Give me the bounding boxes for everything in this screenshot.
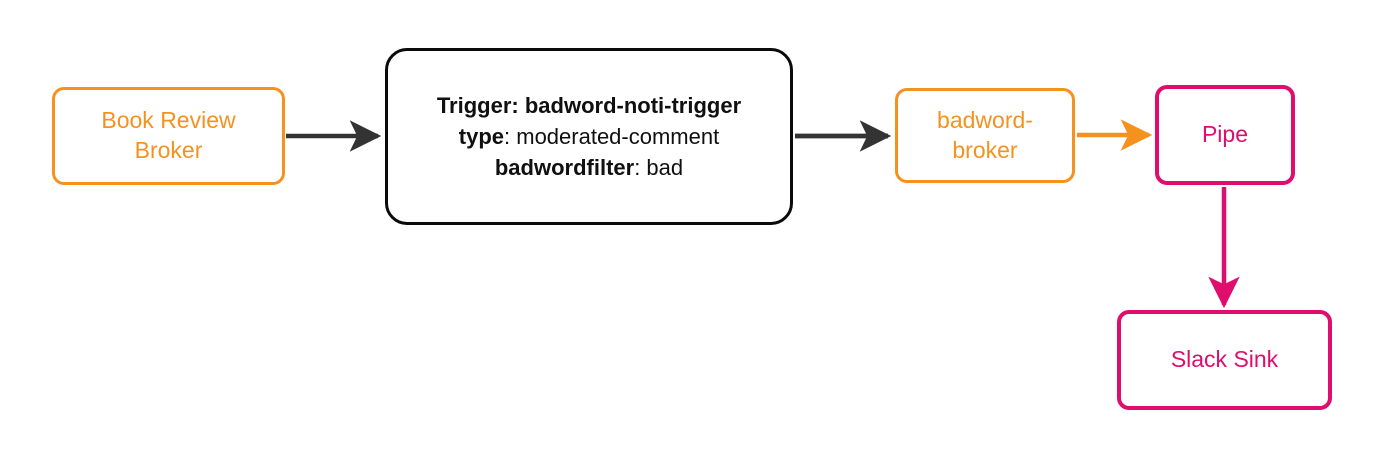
node-pipe[interactable]: Pipe [1155, 85, 1295, 185]
node-label: badword- broker [898, 106, 1072, 166]
node-label: Book Review Broker [55, 106, 282, 166]
trigger-row-type-value: : moderated-comment [504, 123, 720, 149]
node-label-line: Broker [134, 137, 203, 163]
node-label-line: Pipe [1201, 121, 1249, 148]
node-trigger-detail[interactable]: Trigger: badword-noti-trigger type: mode… [385, 48, 793, 225]
node-book-review-broker[interactable]: Book Review Broker [52, 87, 285, 185]
node-label: Pipe [1159, 120, 1291, 150]
trigger-row-badwordfilter: badwordfilter: bad [396, 152, 782, 183]
trigger-row-trigger: Trigger: badword-noti-trigger [436, 92, 742, 118]
node-badword-broker[interactable]: badword- broker [895, 88, 1075, 183]
trigger-row-badwordfilter-value: : bad [634, 155, 684, 181]
trigger-row-type-key: type [458, 123, 505, 149]
node-label: Slack Sink [1121, 345, 1328, 375]
node-label-line: badword- [937, 106, 1033, 133]
trigger-detail-label: Trigger: badword-noti-trigger type: mode… [388, 90, 790, 184]
trigger-row-type: type: moderated-comment [396, 121, 782, 152]
node-label-line: Slack Sink [1170, 346, 1279, 373]
node-slack-sink[interactable]: Slack Sink [1117, 310, 1332, 410]
node-label-line: broker [952, 136, 1018, 163]
trigger-row-badwordfilter-key: badwordfilter [494, 155, 635, 181]
node-label-line: Book Review [101, 107, 236, 134]
